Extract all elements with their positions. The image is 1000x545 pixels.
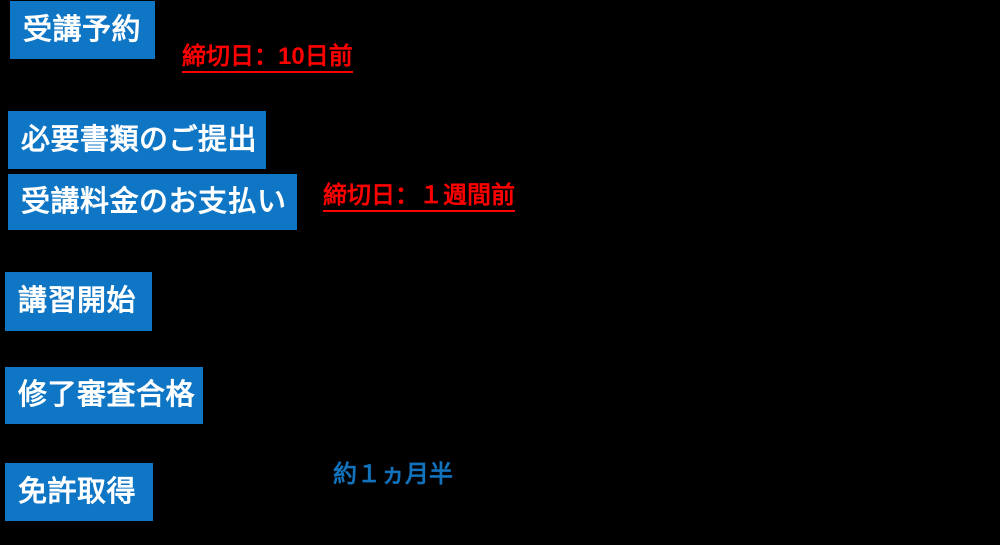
step-label-fee-payment: 受講料金のお支払い xyxy=(21,185,287,218)
deadline-note-1-week-text: 締切日：１週間前 xyxy=(323,182,515,212)
duration-note-text: 約１ヵ月半 xyxy=(333,461,453,488)
deadline-note-10-days: 締切日：10日前 xyxy=(182,43,353,73)
deadline-note-10-days-text: 締切日：10日前 xyxy=(182,43,353,73)
step-label-document-submission: 必要書類のご提出 xyxy=(21,123,258,156)
step-label-course-reservation: 受講予約 xyxy=(23,13,142,46)
step-label-training-start: 講習開始 xyxy=(18,285,137,317)
duration-note: 約１ヵ月半 xyxy=(333,461,453,488)
step-box-license-acquisition: 免許取得 xyxy=(5,463,153,521)
step-box-course-reservation: 受講予約 xyxy=(10,1,155,59)
step-box-fee-payment: 受講料金のお支払い xyxy=(8,174,297,230)
step-label-license-acquisition: 免許取得 xyxy=(18,475,137,508)
step-box-exam-pass: 修了審査合格 xyxy=(5,367,203,424)
step-label-exam-pass: 修了審査合格 xyxy=(18,379,196,411)
step-box-training-start: 講習開始 xyxy=(5,272,152,331)
step-box-document-submission: 必要書類のご提出 xyxy=(8,111,266,169)
deadline-note-1-week: 締切日：１週間前 xyxy=(323,182,515,212)
